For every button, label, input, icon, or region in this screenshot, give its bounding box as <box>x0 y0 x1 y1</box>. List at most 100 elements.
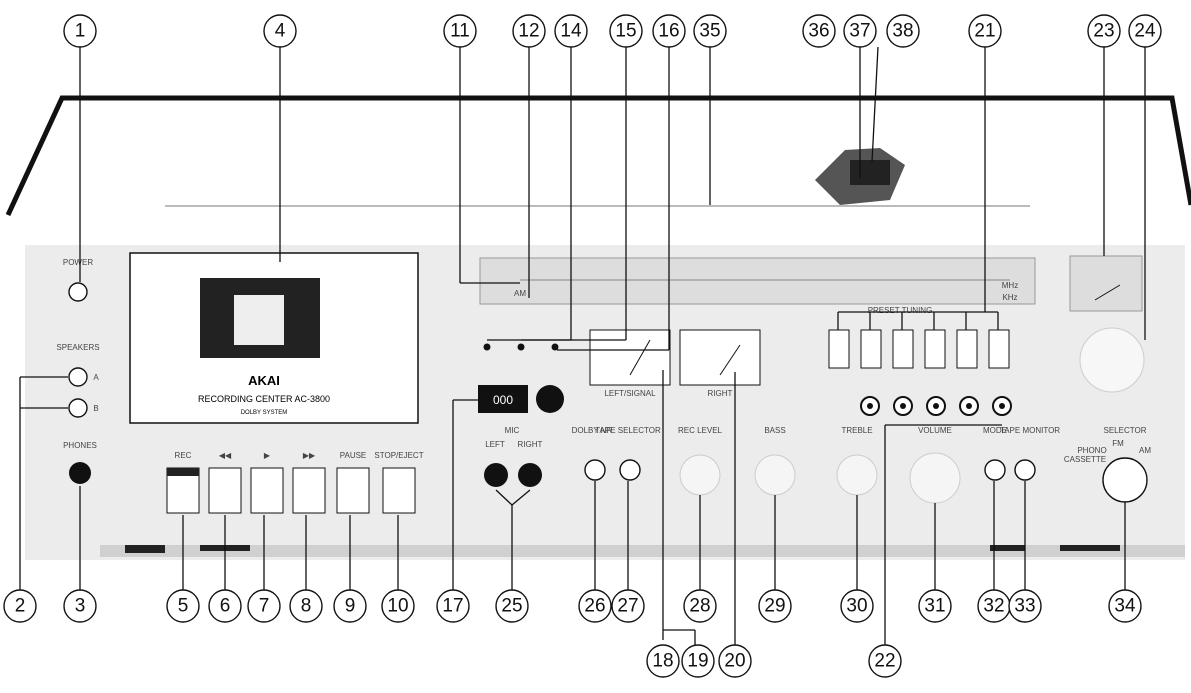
callout-29: 29 <box>758 589 792 623</box>
left-signal-label: LEFT/SIGNAL <box>604 389 656 398</box>
phones-jack[interactable] <box>69 462 91 484</box>
svg-text:28: 28 <box>689 596 710 617</box>
ffwd-key[interactable] <box>292 467 326 514</box>
preset-button-5[interactable] <box>956 329 978 369</box>
callout-1: 1 <box>63 14 97 48</box>
selector-knob[interactable] <box>1102 457 1148 503</box>
preset-button-6[interactable] <box>988 329 1010 369</box>
dial-mhz-label: MHz <box>1002 281 1018 290</box>
callout-8: 8 <box>289 589 323 623</box>
dolby-nr-button[interactable] <box>584 459 606 481</box>
dolby-nr-label: DOLBY NR <box>572 426 613 435</box>
right-meter <box>679 329 761 386</box>
callout-16: 16 <box>652 14 686 48</box>
callout-11: 11 <box>443 14 477 48</box>
preset-button-2[interactable] <box>860 329 882 369</box>
mic-left-label: LEFT <box>485 440 505 449</box>
volume-knob[interactable] <box>909 452 961 504</box>
svg-text:18: 18 <box>652 651 673 672</box>
svg-text:12: 12 <box>518 21 539 42</box>
svg-text:22: 22 <box>874 651 895 672</box>
callout-9: 9 <box>333 589 367 623</box>
play-key[interactable] <box>250 467 284 514</box>
preset-trim-knobs <box>860 396 1012 416</box>
rewind-key[interactable] <box>208 467 242 514</box>
svg-text:9: 9 <box>345 596 356 617</box>
preset-buttons <box>828 329 1010 369</box>
callout-31: 31 <box>918 589 952 623</box>
tape-counter <box>478 385 528 413</box>
bass-label: BASS <box>764 426 785 435</box>
selector-am-label: AM <box>1139 446 1151 455</box>
svg-text:15: 15 <box>615 21 636 42</box>
svg-text:17: 17 <box>442 596 463 617</box>
callout-3: 3 <box>63 589 97 623</box>
model-line: RECORDING CENTER AC-3800 <box>198 394 330 404</box>
callout-38: 38 <box>886 14 920 48</box>
cassette-door[interactable] <box>129 252 419 424</box>
tuning-knob[interactable] <box>1079 327 1145 393</box>
svg-text:1: 1 <box>75 21 86 42</box>
callout-10: 10 <box>381 589 415 623</box>
callout-22: 22 <box>868 644 902 678</box>
svg-text:14: 14 <box>560 21 582 42</box>
selector-fm-label: FM <box>1112 439 1124 448</box>
rec-label: REC <box>175 451 192 460</box>
callout-15: 15 <box>609 14 643 48</box>
svg-text:32: 32 <box>983 596 1004 617</box>
play-label: ▶ <box>264 451 271 460</box>
mode-button[interactable] <box>984 459 1006 481</box>
callout-21: 21 <box>968 14 1002 48</box>
svg-text:20: 20 <box>724 651 745 672</box>
power-label: POWER <box>63 258 93 267</box>
mic-right-jack[interactable] <box>518 463 542 487</box>
mic-right-label: RIGHT <box>518 440 543 449</box>
svg-text:3: 3 <box>75 596 86 617</box>
pause-label: PAUSE <box>340 451 367 460</box>
svg-text:35: 35 <box>699 21 720 42</box>
svg-text:34: 34 <box>1114 596 1136 617</box>
svg-text:2: 2 <box>15 596 26 617</box>
counter-reset-button[interactable] <box>536 385 564 413</box>
pause-key[interactable] <box>336 467 370 514</box>
svg-text:7: 7 <box>259 596 270 617</box>
svg-text:38: 38 <box>892 21 913 42</box>
preset-button-1[interactable] <box>828 329 850 369</box>
mic-left-jack[interactable] <box>484 463 508 487</box>
tape-monitor-button[interactable] <box>1014 459 1036 481</box>
stop-eject-key[interactable] <box>382 467 416 514</box>
tape-selector-button[interactable] <box>619 459 641 481</box>
dial-khz-label: KHz <box>1002 293 1017 302</box>
svg-text:36: 36 <box>808 21 829 42</box>
treble-knob[interactable] <box>836 454 878 496</box>
rec-level-knob[interactable] <box>679 454 721 496</box>
rewind-label: ◀◀ <box>219 451 232 460</box>
tape-monitor-label: TAPE MONITOR <box>1000 426 1060 435</box>
svg-text:10: 10 <box>387 596 408 617</box>
preset-button-3[interactable] <box>892 329 914 369</box>
tuning-meter <box>1069 255 1143 312</box>
svg-text:31: 31 <box>924 596 945 617</box>
svg-text:4: 4 <box>275 21 286 42</box>
svg-text:25: 25 <box>501 596 522 617</box>
callout-30: 30 <box>840 589 874 623</box>
svg-text:37: 37 <box>849 21 870 42</box>
svg-text:21: 21 <box>974 21 995 42</box>
stop-eject-label: STOP/EJECT <box>374 451 423 460</box>
preset-button-4[interactable] <box>924 329 946 369</box>
svg-text:30: 30 <box>846 596 867 617</box>
preset-tuning-label: PRESET TUNING <box>868 306 933 315</box>
speaker-b-button[interactable] <box>68 398 88 418</box>
right-meter-label: RIGHT <box>708 389 733 398</box>
speaker-b-label: B <box>93 404 98 413</box>
callout-35: 35 <box>693 14 727 48</box>
callout-5: 5 <box>166 589 200 623</box>
speaker-a-button[interactable] <box>68 367 88 387</box>
bass-knob[interactable] <box>754 454 796 496</box>
svg-text:23: 23 <box>1093 21 1114 42</box>
mode-label: MODE <box>983 426 1007 435</box>
power-button[interactable] <box>68 282 88 302</box>
svg-text:11: 11 <box>450 21 470 42</box>
svg-text:16: 16 <box>658 21 679 42</box>
